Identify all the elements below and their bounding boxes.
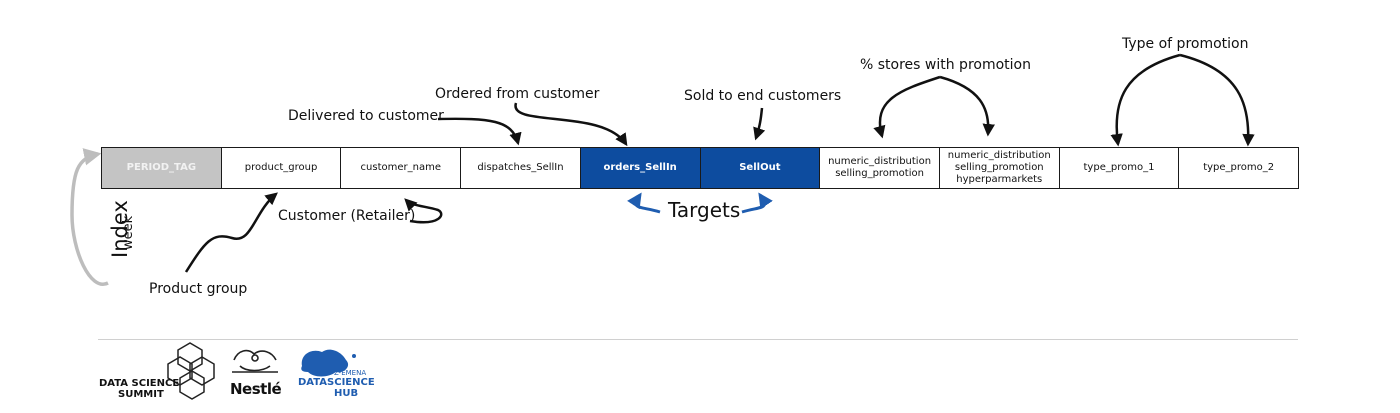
column-label: orders_SellIn (603, 162, 677, 173)
summit-logo-line2: SUMMIT (118, 389, 164, 400)
column-label: SellOut (739, 162, 781, 173)
arrow-delivered (437, 117, 522, 146)
column-label: customer_name (360, 162, 441, 173)
summit-logo-mark (167, 342, 215, 400)
annotation-stores-promo: % stores with promotion (860, 57, 1031, 73)
column-label: hyperparmarkets (956, 174, 1043, 185)
column-cell: orders_SellIn (579, 148, 700, 188)
column-label: selling_promotion (835, 168, 924, 179)
hub-logo-line3: HUB (334, 388, 359, 399)
hub-logo-line2: DATASCIENCE (298, 377, 375, 388)
hub-logo-line1: Z-EMENA (334, 369, 367, 377)
column-label: selling_promotion (954, 162, 1044, 173)
arrow-product-group (184, 192, 278, 273)
arrow-customer (404, 198, 443, 224)
arrow-ordered (514, 102, 628, 147)
arrow-stores-promo-left (873, 75, 941, 139)
arrow-sold (753, 107, 766, 141)
column-cell: type_promo_2 (1178, 148, 1299, 188)
column-label: type_promo_1 (1083, 162, 1155, 173)
annotation-customer: Customer (Retailer) (278, 208, 416, 224)
annotation-targets: Targets (668, 198, 741, 222)
nestle-logo-text: Nestlé (230, 380, 282, 398)
summit-logo-line1: DATA SCIENCE (99, 378, 180, 389)
column-label: numeric_distribution (828, 156, 932, 167)
annotation-product-group: Product group (149, 281, 248, 297)
annotation-type-promo: Type of promotion (1122, 36, 1249, 52)
annotation-delivered: Delivered to customer (288, 108, 444, 124)
column-label: product_group (244, 162, 318, 173)
annotation-sold: Sold to end customers (684, 88, 842, 104)
arrow-type-promo-left (1110, 53, 1181, 147)
column-label: PERIOD_TAG (126, 162, 197, 173)
column-label: numeric_distribution (947, 150, 1051, 161)
column-cell: PERIOD_TAG (102, 148, 221, 188)
footer-divider (98, 339, 1298, 340)
hub-logo-mark (301, 349, 356, 377)
arrow-target-right (741, 192, 773, 214)
arrow-index (70, 148, 109, 286)
arrow-stores-promo-right (939, 75, 995, 137)
column-cell: type_promo_1 (1058, 148, 1179, 188)
column-cell: product_group (220, 148, 341, 188)
column-label: dispatches_SellIn (477, 162, 564, 173)
nestle-logo-mark (232, 349, 278, 373)
column-cell: customer_name (340, 148, 461, 188)
column-cell: dispatches_SellIn (460, 148, 580, 188)
column-strip: PERIOD_TAG product_group customer_name disp… (101, 147, 1299, 189)
column-cell: SellOut (699, 148, 820, 188)
arrow-type-promo-right (1179, 53, 1255, 147)
arrow-target-left (627, 192, 661, 214)
annotation-week: week (121, 215, 136, 250)
column-label: type_promo_2 (1203, 162, 1275, 173)
annotation-ordered: Ordered from customer (435, 86, 600, 102)
